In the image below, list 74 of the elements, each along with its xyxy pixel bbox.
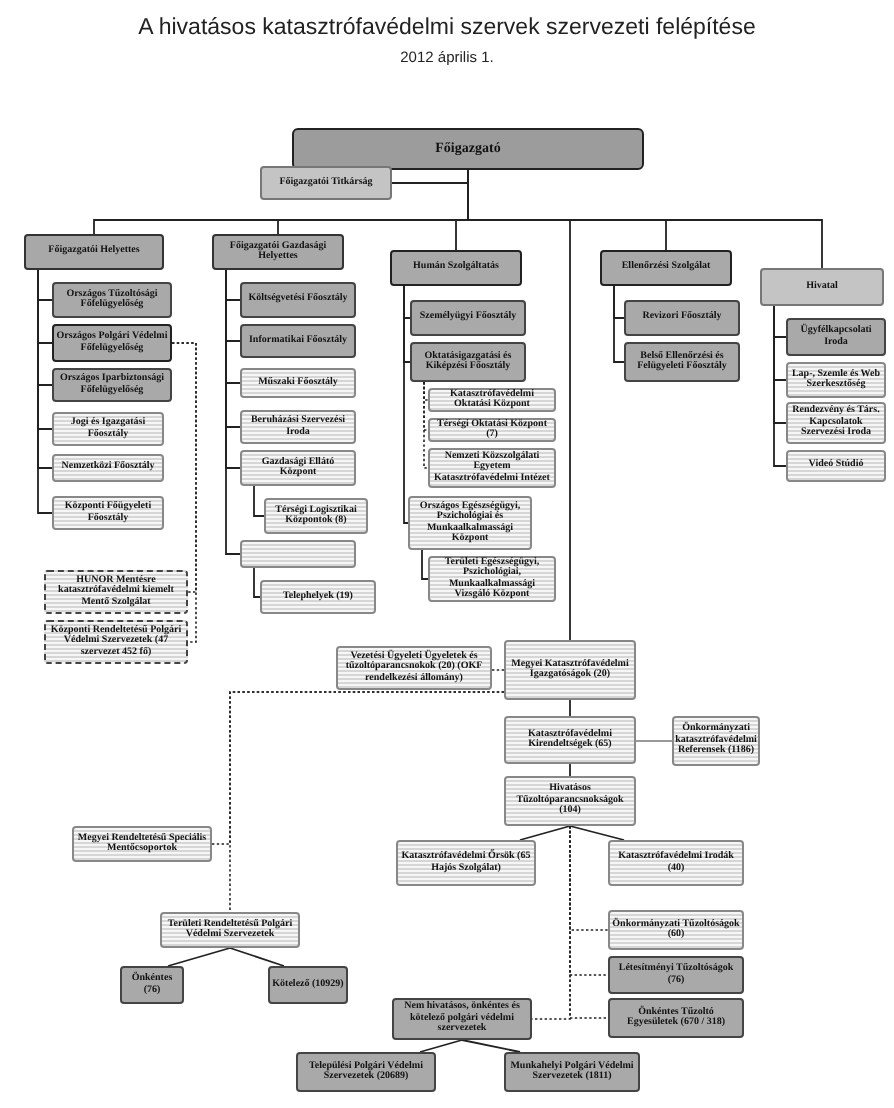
org-unit-box bbox=[52, 496, 164, 530]
connector-line bbox=[229, 691, 505, 913]
org-unit-box bbox=[408, 496, 532, 550]
connector-line bbox=[569, 763, 571, 777]
org-unit-box bbox=[410, 300, 526, 336]
connector-line bbox=[519, 825, 571, 841]
org-unit-box bbox=[72, 826, 212, 862]
connector-line bbox=[225, 269, 241, 555]
connector-line bbox=[635, 740, 673, 742]
org-unit-box bbox=[504, 776, 636, 826]
org-unit-box bbox=[260, 580, 376, 614]
org-unit-box bbox=[504, 1052, 640, 1092]
connector-line bbox=[167, 947, 231, 967]
org-unit-box bbox=[292, 128, 644, 170]
org-unit-box bbox=[240, 450, 356, 486]
org-unit-box bbox=[240, 324, 356, 358]
connector-line bbox=[403, 285, 409, 524]
connector-line bbox=[171, 342, 197, 643]
connector-line bbox=[491, 669, 505, 671]
org-unit-box bbox=[608, 956, 744, 994]
org-unit-box bbox=[786, 450, 886, 482]
org-unit-box bbox=[608, 998, 744, 1038]
org-unit-box bbox=[624, 300, 740, 336]
org-unit-box bbox=[608, 910, 744, 950]
org-unit-box bbox=[212, 234, 344, 270]
org-unit-box bbox=[428, 418, 556, 442]
org-unit-box bbox=[52, 454, 164, 482]
connector-line bbox=[37, 269, 53, 514]
connector-line bbox=[569, 825, 625, 841]
org-unit-box bbox=[160, 912, 300, 948]
org-unit-box bbox=[428, 556, 556, 602]
org-unit-box bbox=[396, 840, 536, 886]
org-unit-box bbox=[120, 966, 184, 1004]
connector-line bbox=[419, 1039, 463, 1053]
org-unit-box bbox=[52, 368, 172, 402]
org-unit-box bbox=[428, 388, 556, 412]
chart-title: A hivatásos katasztrófavédelmi szervek szervezeti felépítése bbox=[136, 16, 758, 40]
org-unit-box bbox=[52, 282, 172, 318]
connector-line bbox=[423, 381, 429, 469]
connector-line bbox=[229, 947, 285, 967]
connector-line bbox=[421, 549, 429, 580]
org-unit-box bbox=[240, 282, 356, 318]
org-unit-box bbox=[410, 342, 526, 382]
org-unit-box bbox=[504, 640, 636, 700]
connector-line bbox=[461, 1039, 521, 1053]
org-unit-box bbox=[672, 716, 760, 766]
org-unit-box bbox=[44, 570, 188, 614]
box-shape bbox=[240, 540, 356, 568]
org-unit-box bbox=[296, 1052, 436, 1092]
connector-line bbox=[467, 169, 823, 269]
org-unit-box bbox=[336, 646, 492, 690]
org-unit-box bbox=[240, 410, 356, 444]
org-unit-box bbox=[392, 998, 532, 1040]
connector-line bbox=[773, 305, 787, 467]
connector-line bbox=[569, 699, 571, 717]
connector-line bbox=[253, 567, 261, 598]
org-unit-box bbox=[760, 268, 884, 306]
org-unit-box bbox=[24, 234, 164, 270]
org-unit-box bbox=[260, 166, 392, 200]
connector-line bbox=[253, 485, 265, 517]
connector-line bbox=[613, 285, 625, 363]
org-unit-box bbox=[624, 342, 740, 382]
org-unit-box bbox=[52, 412, 164, 446]
org-unit-box bbox=[600, 250, 732, 286]
org-unit-box bbox=[52, 324, 172, 362]
org-unit-box bbox=[268, 966, 348, 1004]
org-unit-box bbox=[264, 498, 368, 534]
org-unit-box bbox=[504, 716, 636, 764]
org-unit-box bbox=[786, 318, 886, 356]
org-unit-box bbox=[786, 362, 886, 398]
org-unit-box bbox=[240, 368, 356, 398]
org-unit-box bbox=[390, 250, 522, 286]
connector-line bbox=[531, 825, 571, 1020]
org-unit-box bbox=[608, 840, 744, 886]
